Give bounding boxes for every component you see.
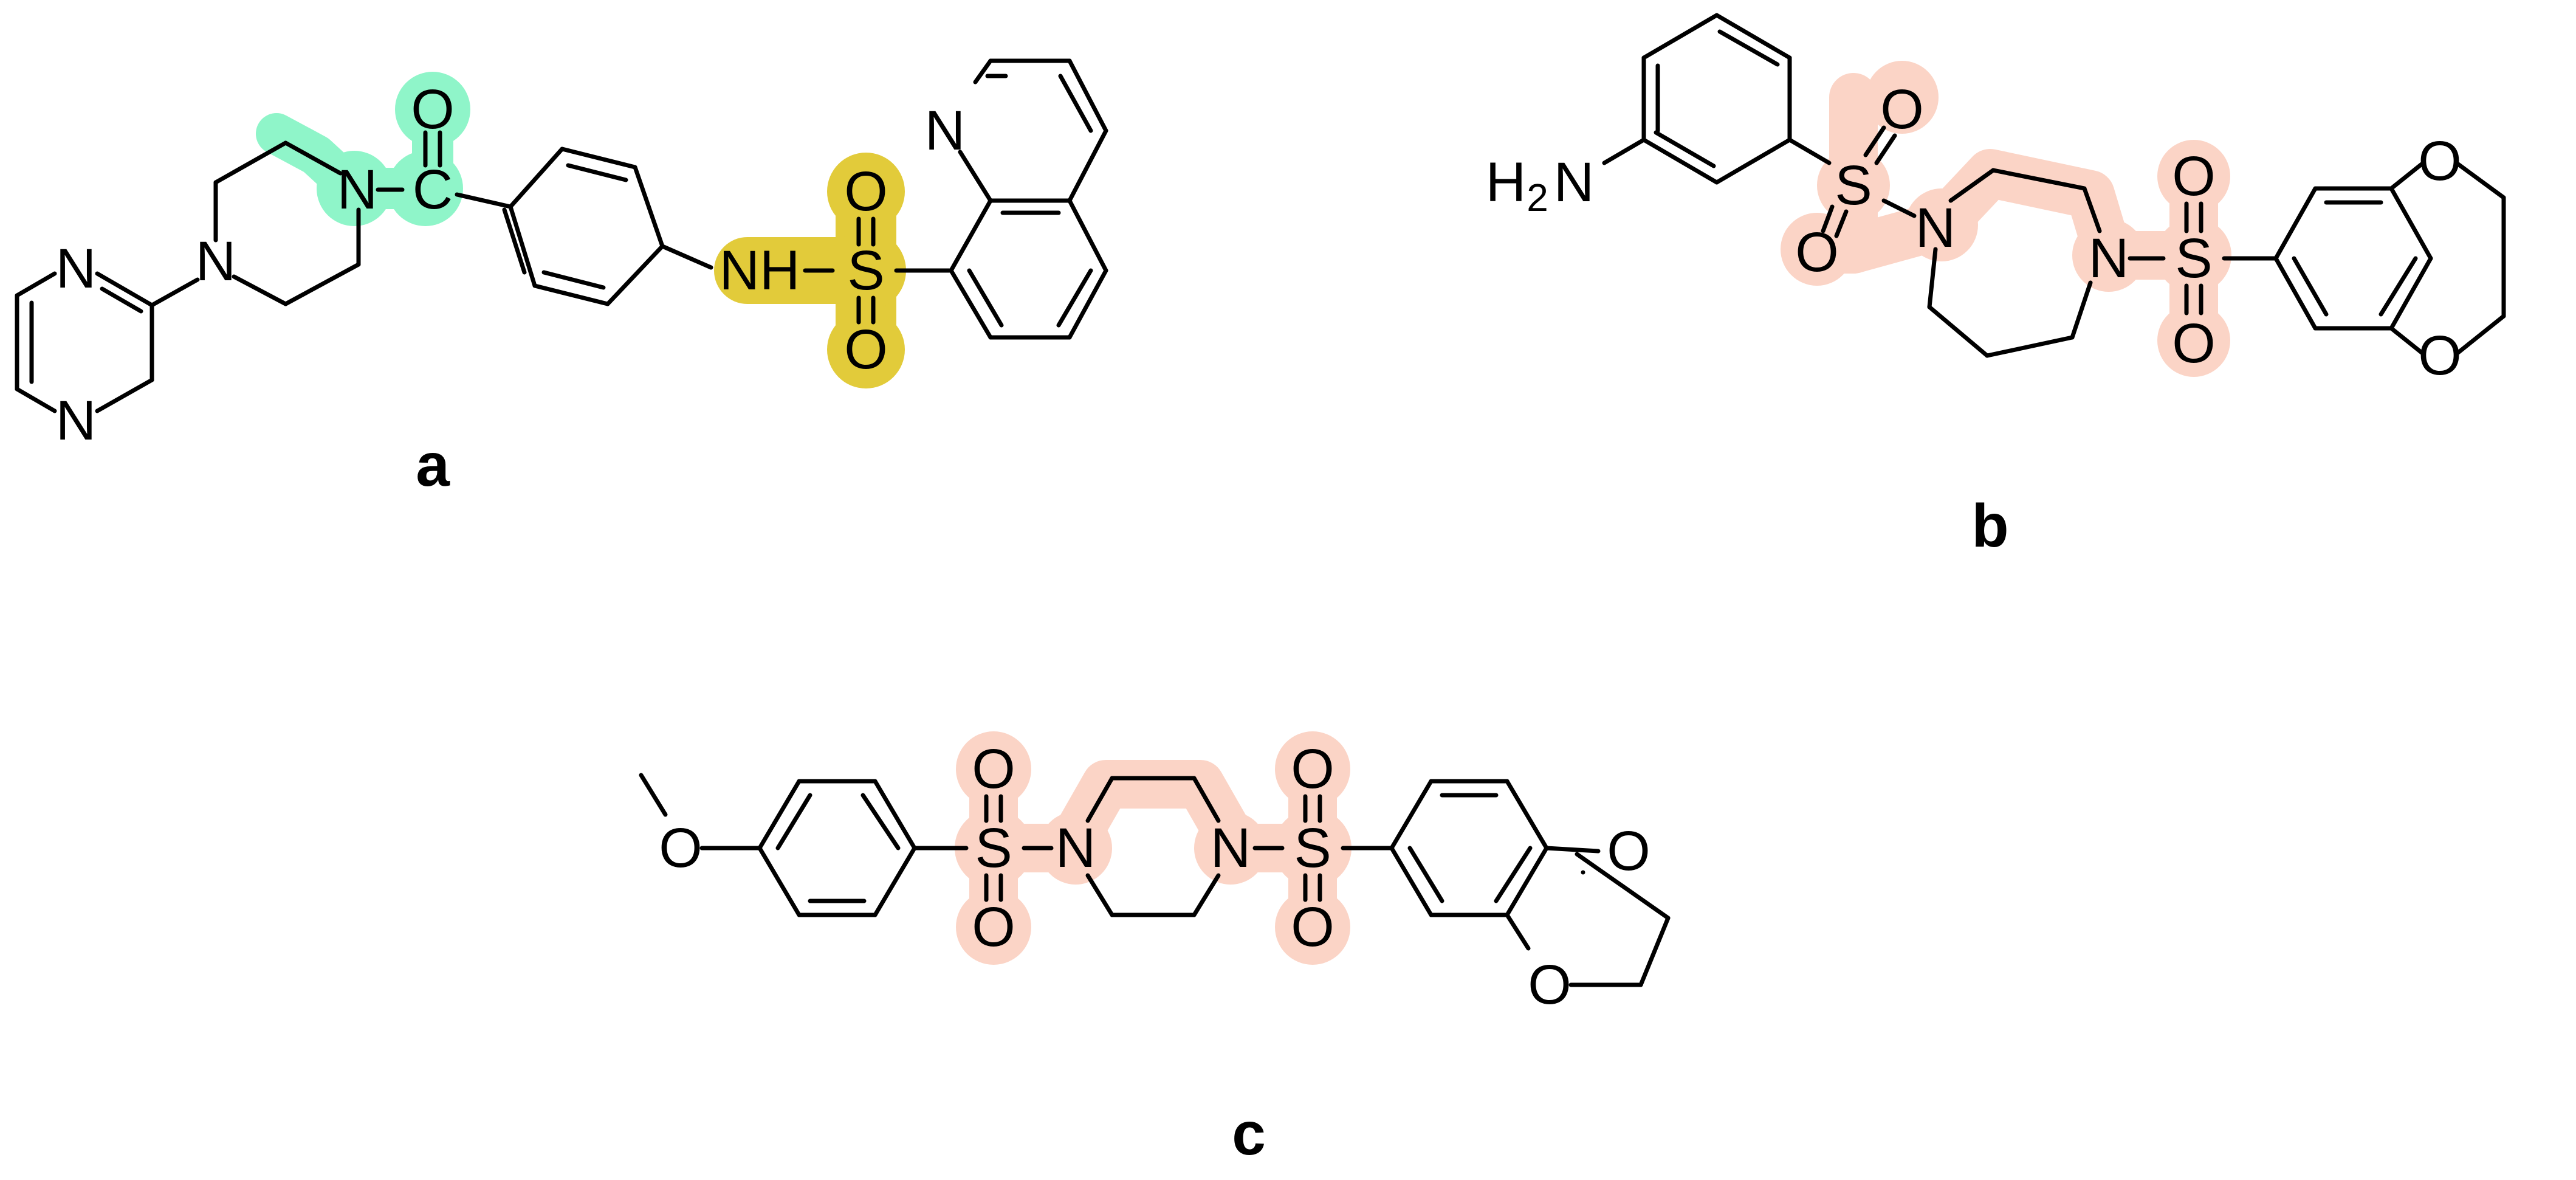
dioxane-o-top: O	[1607, 820, 1650, 882]
sulfonyl1-s: S	[1835, 154, 1872, 216]
sulfonyl1-o-bottom: O	[1795, 221, 1839, 283]
sulfonyl1-o-top: O	[972, 738, 1015, 800]
dioxane-o-bottom: O	[2418, 325, 2462, 387]
molecule-b-label: b	[1971, 492, 2008, 560]
sulfonamide-s: S	[847, 240, 884, 302]
sulfonyl2-o-top: O	[1291, 738, 1334, 800]
disulfonyl-highlight-b	[1781, 61, 2231, 377]
sulfonamide-highlight	[714, 153, 906, 388]
molecule-b: H 2 N S O O N N S O O O O b	[1486, 13, 2506, 560]
sulfonyl-o-bottom: O	[844, 319, 888, 381]
diazepane-n-right: N	[2089, 227, 2129, 289]
molecule-c-label: c	[1232, 1100, 1266, 1168]
methoxy-o: O	[659, 817, 702, 879]
piperazine-n-right: N	[337, 159, 377, 221]
pyrazine-n4: N	[56, 390, 96, 452]
diazepane-n-left: N	[1915, 197, 1956, 259]
carbonyl-o: O	[411, 78, 455, 140]
sulfonyl2-s: S	[1294, 817, 1331, 879]
piperazine-n-left: N	[1056, 817, 1096, 879]
molecule-a: N N N N C O NH S O O N a	[15, 58, 1108, 499]
sulfonyl2-o-top: O	[2172, 145, 2216, 207]
sulfonamide-nh: NH	[720, 240, 800, 302]
molecule-c: O S O O N N S O O O O c	[639, 731, 1671, 1168]
sulfonyl1-s: S	[975, 817, 1012, 879]
sulfonyl2-s: S	[2175, 227, 2212, 289]
sulfonyl1-o-bottom: O	[972, 896, 1015, 958]
dioxane-o-top: O	[2418, 130, 2462, 192]
sulfonyl-o-top: O	[844, 160, 888, 223]
amine-n: N	[1554, 151, 1594, 213]
pyrazine-n1: N	[56, 238, 96, 300]
molecule-a-bonds	[15, 58, 1108, 413]
molecule-c-bonds	[639, 773, 1601, 951]
amine-h: H	[1486, 151, 1526, 213]
molecule-a-atoms: N N N N C O NH S O O N	[56, 78, 965, 452]
amine-subscript: 2	[1527, 176, 1548, 219]
molecule-c-dioxane-bonds	[1568, 852, 1671, 987]
molecule-a-label: a	[416, 431, 450, 499]
sulfonyl1-o-top: O	[1880, 78, 1924, 140]
piperazine-n-left: N	[196, 230, 236, 292]
piperazine-n-right: N	[1211, 817, 1251, 879]
sulfonyl2-o-bottom: O	[1291, 896, 1334, 958]
dioxane-o-bottom: O	[1528, 954, 1571, 1016]
disulfonyl-highlight-c	[955, 731, 1352, 965]
molecule-b-atoms: H 2 N S O O N N S O O O O	[1486, 78, 2462, 387]
quinoline-n: N	[925, 100, 965, 162]
molecule-b-bonds	[1602, 13, 2506, 358]
carbonyl-c: C	[413, 159, 453, 221]
molecule-c-atoms: O S O O N N S O O O O	[659, 738, 1650, 1016]
sulfonyl2-o-bottom: O	[2172, 312, 2216, 374]
